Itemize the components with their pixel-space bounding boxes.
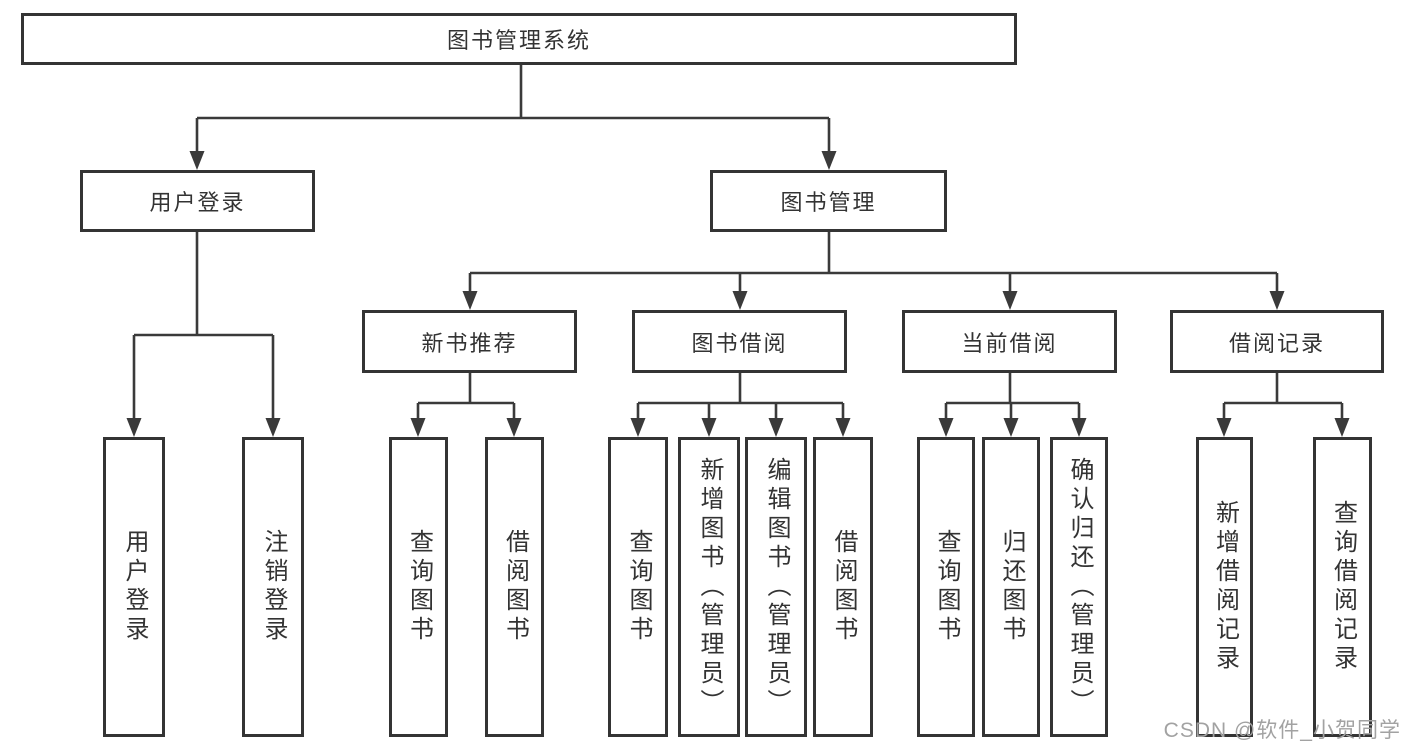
node-label: 查询图书 — [625, 529, 652, 645]
arrowheads — [126, 151, 1350, 437]
leaf-borrow-books-1: 借阅图书 — [485, 437, 544, 737]
leaf-add-books-admin: 新增图书（管理员） — [678, 437, 740, 737]
node-label: 用户登录 — [149, 190, 246, 215]
leaf-borrow-books-2: 借阅图书 — [813, 437, 873, 737]
node-label: 借阅图书 — [830, 529, 857, 645]
csdn-watermark: CSDN @软件_小贺同学 — [1163, 719, 1401, 742]
node-label: 编辑图书（管理员） — [763, 456, 790, 718]
node-new-book-recommend: 新书推荐 — [362, 310, 577, 373]
leaf-confirm-return-admin: 确认归还（管理员） — [1050, 437, 1108, 737]
node-label: 图书借阅 — [691, 330, 788, 356]
node-label: 确认归还（管理员） — [1066, 456, 1093, 718]
node-label: 借阅记录 — [1228, 330, 1325, 356]
node-label: 注销登录 — [260, 529, 287, 645]
leaf-query-books-2: 查询图书 — [608, 437, 668, 737]
node-borrow-records: 借阅记录 — [1170, 310, 1384, 373]
node-label: 图书管理系统 — [446, 28, 591, 53]
node-label: 新增图书（管理员） — [696, 456, 723, 718]
node-user-login-branch: 用户登录 — [80, 170, 315, 232]
node-root-system: 图书管理系统 — [21, 13, 1017, 65]
node-label: 归还图书 — [998, 529, 1025, 645]
leaf-query-books-1: 查询图书 — [389, 437, 448, 737]
node-label: 新书推荐 — [421, 330, 518, 356]
leaf-edit-books-admin: 编辑图书（管理员） — [745, 437, 807, 737]
leaf-logout: 注销登录 — [242, 437, 304, 737]
node-book-management-branch: 图书管理 — [710, 170, 947, 232]
node-current-borrow: 当前借阅 — [902, 310, 1117, 373]
node-label: 查询图书 — [933, 529, 960, 645]
node-label: 用户登录 — [121, 529, 148, 645]
leaf-user-login: 用户登录 — [103, 437, 165, 737]
node-book-borrow: 图书借阅 — [632, 310, 847, 373]
node-label: 查询借阅记录 — [1329, 500, 1357, 674]
node-label: 当前借阅 — [961, 330, 1058, 356]
leaf-query-books-3: 查询图书 — [917, 437, 975, 737]
leaf-query-borrow-record: 查询借阅记录 — [1313, 437, 1372, 737]
node-label: 新增借阅记录 — [1211, 500, 1239, 674]
leaf-add-borrow-record: 新增借阅记录 — [1196, 437, 1253, 737]
node-label: 借阅图书 — [501, 529, 529, 645]
leaf-return-books: 归还图书 — [982, 437, 1040, 737]
node-label: 图书管理 — [780, 190, 877, 215]
node-label: 查询图书 — [405, 529, 433, 645]
